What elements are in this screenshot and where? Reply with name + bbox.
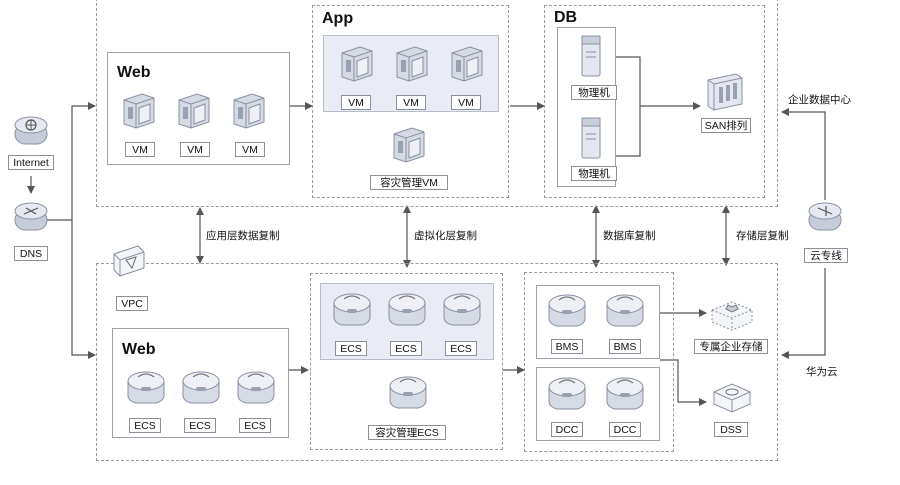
top-app-vm-label: VM xyxy=(451,95,481,110)
dcc-icon xyxy=(545,373,589,418)
enterprise-datacenter-zone xyxy=(96,0,778,207)
bms-label: BMS xyxy=(609,339,641,354)
san-array-label: SAN排列 xyxy=(701,118,751,133)
dss-icon xyxy=(710,378,754,423)
bottom-db-zone xyxy=(524,272,674,452)
top-app-dr-label: 容灾管理VM xyxy=(370,175,448,190)
bottom-app-ecs-label: ECS xyxy=(390,341,422,356)
huawei-cloud-zone xyxy=(96,263,778,461)
bms-label: BMS xyxy=(551,339,583,354)
bottom-web-ecs-label: ECS xyxy=(184,418,216,433)
physical-machine-label: 物理机 xyxy=(571,85,617,100)
cloud-line-label: 云专线 xyxy=(804,248,848,263)
bottom-app-dr-label: 容灾管理ECS xyxy=(368,425,446,440)
vm-icon xyxy=(120,90,158,135)
exclusive-storage-icon xyxy=(708,296,756,341)
san-array-icon xyxy=(702,70,748,117)
exclusive-storage-label: 专属企业存储 xyxy=(694,339,768,354)
physical-machine-label: 物理机 xyxy=(571,166,617,181)
top-web-title: Web xyxy=(117,64,151,81)
bottom-web-ecs-label: ECS xyxy=(129,418,161,433)
vpc-icon xyxy=(108,240,148,285)
dns-router-icon xyxy=(12,200,50,243)
ecs-icon xyxy=(124,367,168,412)
bms-icon xyxy=(603,290,647,335)
bottom-app-ecs-label: ECS xyxy=(445,341,477,356)
top-app-vm-label: VM xyxy=(341,95,371,110)
dr-vm-icon xyxy=(390,124,428,169)
bms-icon xyxy=(545,290,589,335)
top-web-vm-label: VM xyxy=(125,142,155,157)
top-db-title: DB xyxy=(554,9,578,26)
top-app-vm-label: VM xyxy=(396,95,426,110)
server-tower-icon xyxy=(578,34,604,85)
bottom-web-title: Web xyxy=(122,341,156,358)
server-tower-icon xyxy=(578,116,604,167)
internet-router-icon xyxy=(12,114,50,157)
ecs-icon xyxy=(234,367,278,412)
ecs-icon xyxy=(385,289,429,334)
dr-ecs-icon xyxy=(386,372,430,417)
bottom-app-ecs-label: ECS xyxy=(335,341,367,356)
vm-icon xyxy=(175,90,213,135)
bottom-web-ecs-label: ECS xyxy=(239,418,271,433)
vpc-label: VPC xyxy=(116,296,148,311)
vm-icon xyxy=(230,90,268,135)
ecs-icon xyxy=(440,289,484,334)
top-app-title: App xyxy=(322,10,354,27)
vm-icon xyxy=(338,43,376,88)
top-web-vm-label: VM xyxy=(180,142,210,157)
dss-label: DSS xyxy=(714,422,748,437)
top-app-zone xyxy=(312,5,509,198)
vm-icon xyxy=(393,43,431,88)
vm-icon xyxy=(448,43,486,88)
internet-label: Internet xyxy=(8,155,54,170)
top-db-zone xyxy=(544,5,765,198)
replication-database-label: 数据库复制 xyxy=(603,230,656,242)
ecs-icon xyxy=(330,289,374,334)
cloud-line-router-icon xyxy=(806,200,844,243)
replication-virtual-label: 虚拟化层复制 xyxy=(414,230,477,242)
huawei-cloud-label: 华为云 xyxy=(806,366,838,378)
dcc-icon xyxy=(603,373,647,418)
dns-label: DNS xyxy=(14,246,48,261)
top-web-vm-label: VM xyxy=(235,142,265,157)
replication-storage-label: 存储层复制 xyxy=(736,230,789,242)
ecs-icon xyxy=(179,367,223,412)
dcc-label: DCC xyxy=(609,422,641,437)
enterprise-dc-label: 企业数据中心 xyxy=(788,94,851,106)
replication-app-layer-label: 应用层数据复制 xyxy=(206,230,280,242)
bottom-app-zone xyxy=(310,273,503,450)
dcc-label: DCC xyxy=(551,422,583,437)
